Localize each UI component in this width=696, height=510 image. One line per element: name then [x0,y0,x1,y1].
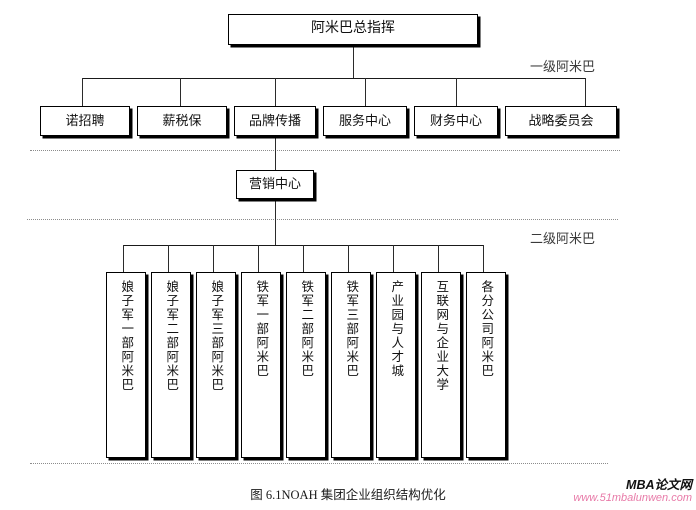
node-label: 娘子军一部阿米巴 [119,280,134,392]
node-level1-payroll-tax: 薪税保 [137,106,227,136]
tier-label-level2: 二级阿米巴 [530,231,596,246]
tier-label-level1: 一级阿米巴 [530,59,596,74]
connector-level1-drop-3 [275,78,276,106]
node-level1-brand-comms: 品牌传播 [234,106,316,136]
connector-level1-bus [82,78,585,79]
node-label: 铁军二部阿米巴 [299,280,314,378]
watermark-url: www.51mbalunwen.com [573,492,692,505]
connector-level2-drop-6 [348,245,349,272]
node-root-commander: 阿米巴总指挥 [228,14,478,45]
node-level2-industrial-park: 产业园与人才城 [376,272,416,458]
node-label: 铁军三部阿米巴 [344,280,359,378]
node-level2-branch-companies: 各分公司阿米巴 [466,272,506,458]
node-marketing-center: 营销中心 [236,170,314,199]
divider-level1 [30,150,620,151]
node-level1-strategy-committee: 战略委员会 [505,106,617,136]
node-level1-recruiting: 诺招聘 [40,106,130,136]
connector-root-drop [353,45,354,78]
node-label: 铁军一部阿米巴 [254,280,269,378]
connector-level2-drop-4 [258,245,259,272]
node-label: 娘子军三部阿米巴 [209,280,224,392]
connector-level2-drop-5 [303,245,304,272]
connector-level2-drop-7 [393,245,394,272]
connector-level1-drop-1 [82,78,83,106]
node-level2-tiejun-1: 铁军一部阿米巴 [241,272,281,458]
node-level2-tiejun-2: 铁军二部阿米巴 [286,272,326,458]
connector-level1-drop-2 [180,78,181,106]
connector-level1-drop-6 [585,78,586,106]
connector-level2-drop-1 [123,245,124,272]
node-label: 产业园与人才城 [389,280,404,378]
connector-level1-drop-4 [365,78,366,106]
connector-level2-drop-3 [213,245,214,272]
divider-bottom [30,463,608,464]
connector-brand-to-marketing [275,136,276,170]
connector-level2-drop-2 [168,245,169,272]
connector-level2-drop-9 [483,245,484,272]
node-level2-niangzijun-2: 娘子军二部阿米巴 [151,272,191,458]
divider-level2 [27,219,618,220]
node-level2-niangzijun-3: 娘子军三部阿米巴 [196,272,236,458]
node-level2-niangzijun-1: 娘子军一部阿米巴 [106,272,146,458]
node-label: 互联网与企业大学 [434,280,449,392]
node-level2-tiejun-3: 铁军三部阿米巴 [331,272,371,458]
connector-level1-drop-5 [456,78,457,106]
watermark: MBA论文网 www.51mbalunwen.com [573,478,692,505]
node-level1-service-center: 服务中心 [323,106,407,136]
figure-caption: 图 6.1NOAH 集团企业组织结构优化 [250,488,446,502]
node-label: 各分公司阿米巴 [479,280,494,378]
connector-marketing-drop [275,199,276,245]
node-level1-finance-center: 财务中心 [414,106,498,136]
node-label: 娘子军二部阿米巴 [164,280,179,392]
node-level2-internet-university: 互联网与企业大学 [421,272,461,458]
watermark-title: MBA论文网 [626,478,692,492]
connector-level2-drop-8 [438,245,439,272]
